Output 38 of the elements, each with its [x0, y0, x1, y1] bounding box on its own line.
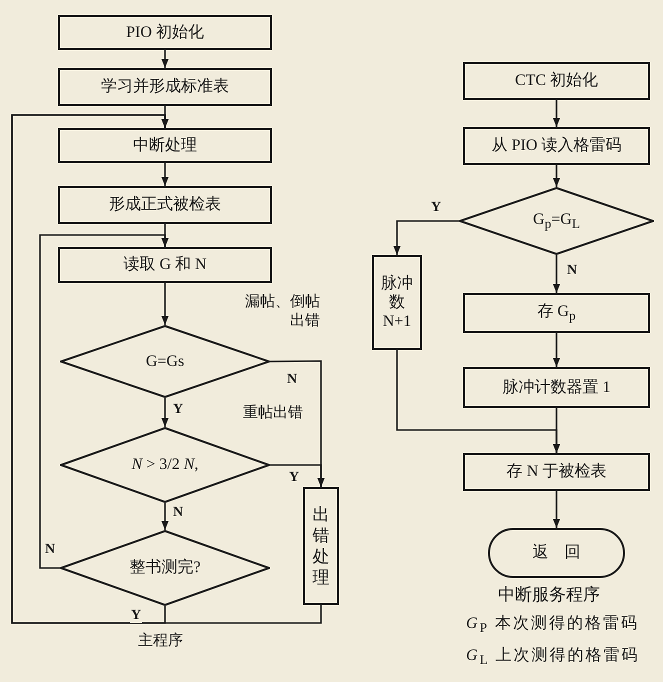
arrow — [552, 491, 560, 528]
process-box: 读取 G 和 N — [58, 247, 272, 283]
chart-caption: 中断服务程序 — [498, 584, 601, 606]
arrow — [11, 114, 322, 624]
process-box: 从 PIO 读入格雷码 — [463, 127, 650, 165]
arrow — [396, 350, 560, 453]
chart-caption: 主程序 — [138, 632, 184, 651]
arrow — [552, 165, 560, 187]
arrow — [552, 333, 560, 367]
arrow — [161, 398, 169, 427]
arrow — [552, 100, 560, 127]
decision-diamond: G=Gs — [60, 325, 270, 398]
edge-label: Y — [130, 608, 142, 624]
note-text: 重帖出错 — [243, 404, 304, 423]
process-box: 出错处理 — [303, 487, 339, 605]
arrow — [161, 283, 169, 325]
process-box: 脉冲数 N+1 — [372, 255, 422, 350]
process-box: PIO 初始化 — [58, 15, 272, 50]
process-box: 形成正式被检表 — [58, 186, 272, 224]
arrow — [161, 50, 169, 68]
decision-diamond: G$_{p}$=G$_{L}$ — [459, 187, 654, 255]
process-box: 学习并形成标准表 — [58, 68, 272, 106]
legend-note: G$_{P}$ 本次测得的格雷码 — [466, 614, 640, 637]
process-box: 存 G$_{p}$ — [463, 293, 650, 333]
legend-note: G$_{L}$ 上次测得的格雷码 — [466, 646, 641, 669]
process-box: 脉冲计数器置 1 — [463, 367, 650, 408]
arrow — [161, 163, 169, 186]
arrow — [393, 220, 459, 255]
arrow — [39, 234, 169, 569]
arrow — [161, 503, 169, 530]
decision-diamond: 整书测完? — [60, 530, 270, 606]
process-box: 存 N 于被检表 — [463, 453, 650, 491]
decision-diamond: N > 3/2 N, — [60, 427, 270, 503]
arrow — [552, 255, 560, 293]
arrow — [270, 464, 325, 487]
process-box: CTC 初始化 — [463, 62, 650, 100]
terminal-box: 返 回 — [488, 528, 625, 578]
process-box: 中断处理 — [58, 128, 272, 163]
